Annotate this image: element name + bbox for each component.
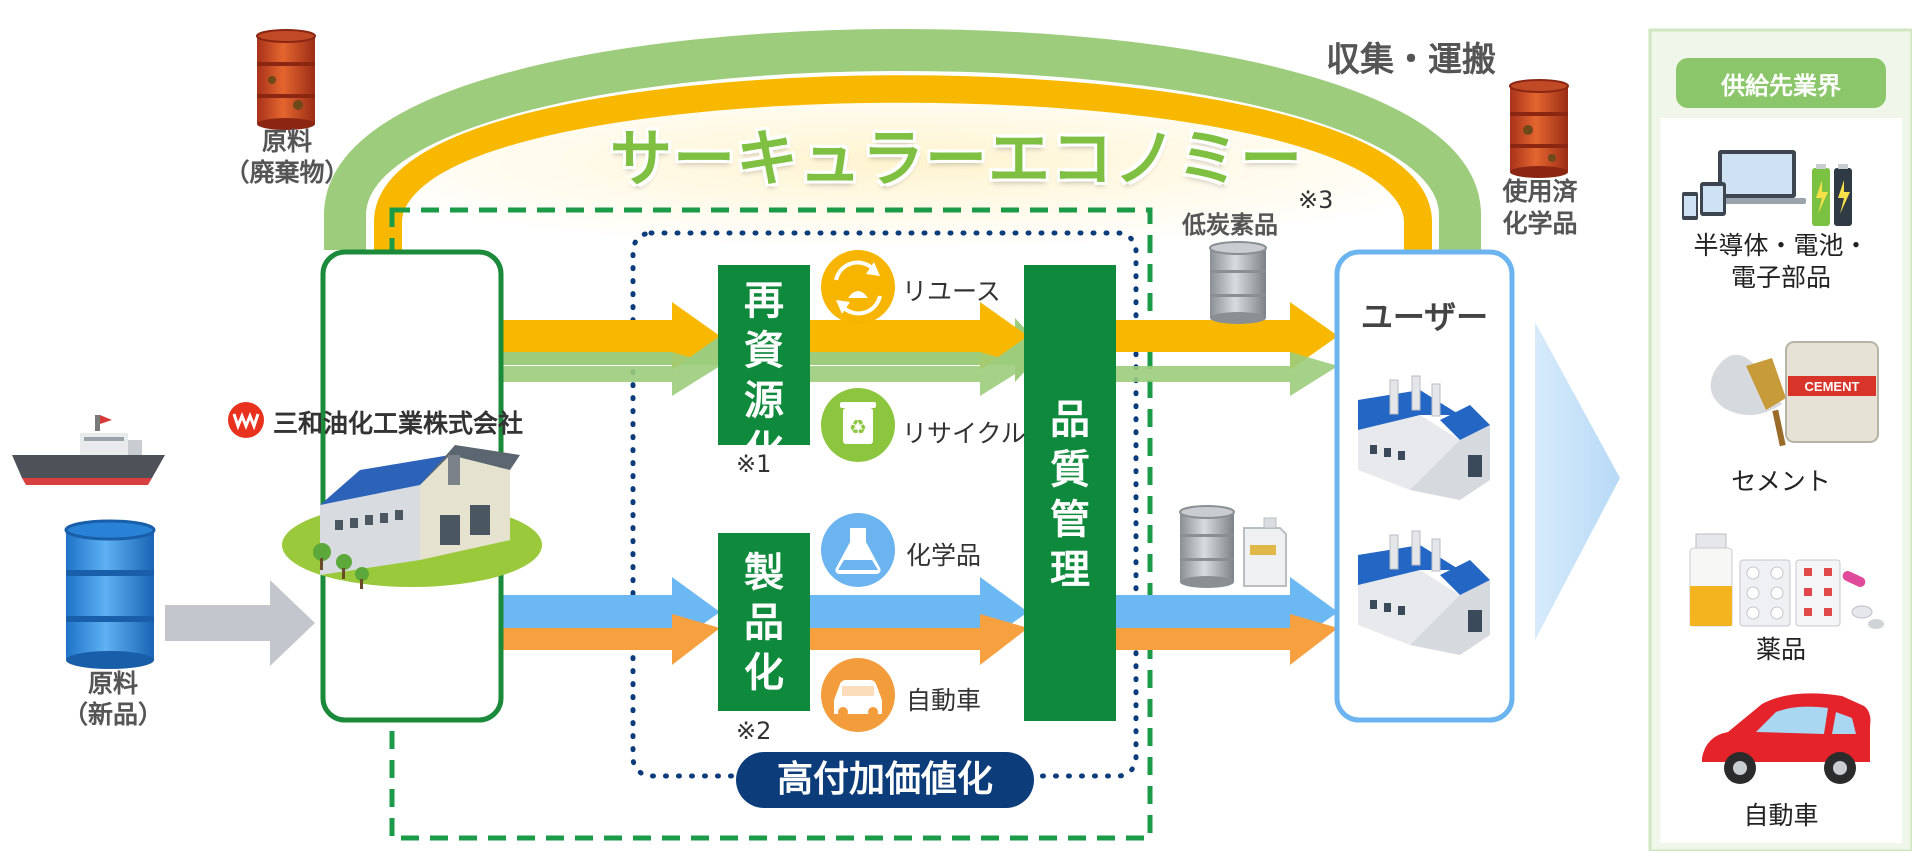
industry-automotive-label: 自動車 — [1743, 801, 1819, 830]
raw-waste-label: 原料（廃棄物） — [224, 127, 350, 187]
company-factory-icon — [282, 445, 542, 589]
low-carbon-label: 低炭素品 — [1182, 211, 1278, 239]
collection-transport-label: 収集・運搬 — [1326, 40, 1496, 80]
industries-header-pill — [1676, 58, 1886, 108]
cement-bag-icon: CEMENT — [1710, 341, 1879, 447]
automotive-label: 自動車 — [906, 686, 982, 715]
industry-cement-label: セメント — [1731, 467, 1831, 496]
regeneration-title: 再資 源化 — [744, 278, 784, 474]
used-chemicals-label: 使用済化学品 — [1502, 177, 1578, 238]
medicine-icon — [1689, 533, 1884, 629]
electronics-icon — [1682, 150, 1852, 226]
recycle-icon: ♻ — [821, 388, 895, 462]
blue-drum-icon — [64, 519, 156, 669]
user-factory-icon-top — [1358, 375, 1490, 500]
raw-new-label: 原料（新品） — [62, 669, 163, 729]
note-2: ※2 — [736, 717, 772, 745]
lower-flow-arrows — [500, 577, 1338, 665]
input-arrow — [165, 580, 315, 666]
car-icon — [821, 658, 895, 732]
svg-text:♻: ♻ — [849, 415, 867, 439]
quality-control-box — [1024, 265, 1116, 721]
flask-icon — [821, 513, 895, 587]
user-label: ユーザー — [1360, 298, 1489, 336]
used-drum-icon — [1509, 79, 1569, 178]
company-logo-icon — [228, 402, 264, 438]
chemicals-label: 化学品 — [906, 541, 982, 570]
circular-economy-title: サーキュラーエコノミー — [610, 122, 1304, 195]
user-factory-icon-bottom — [1358, 530, 1490, 655]
cement-bag-text: CEMENT — [1805, 379, 1860, 394]
note-3: ※3 — [1298, 186, 1334, 214]
value-added-label: 高付加価値化 — [776, 759, 993, 800]
reuse-label: リユース — [902, 277, 1001, 306]
low-carbon-drum-icon — [1209, 241, 1267, 324]
circular-loop — [324, 29, 1481, 250]
reuse-icon — [821, 250, 895, 324]
value-added-pill — [736, 752, 1034, 808]
industry-electronics-label: 半導体・電池・電子部品 — [1693, 231, 1869, 292]
quality-control-title: 品質 管理 — [1050, 397, 1090, 593]
productization-title: 製品 化 — [744, 550, 784, 696]
recycle-label: リサイクル — [902, 419, 1026, 448]
red-car-icon — [1702, 693, 1871, 784]
regeneration-box — [718, 265, 810, 445]
note-1: ※1 — [736, 450, 772, 478]
industries-header: 供給先業界 — [1721, 72, 1841, 100]
chemical-containers-icon — [1179, 505, 1287, 588]
operations-dashed-box — [389, 207, 1153, 841]
output-chevron — [1535, 322, 1620, 640]
productization-box — [718, 533, 810, 711]
ship-icon — [12, 415, 165, 485]
industry-medicine-label: 薬品 — [1755, 635, 1806, 664]
rusty-drum-icon — [256, 29, 316, 130]
company-name: 三和油化工業株式会社 — [273, 409, 524, 438]
